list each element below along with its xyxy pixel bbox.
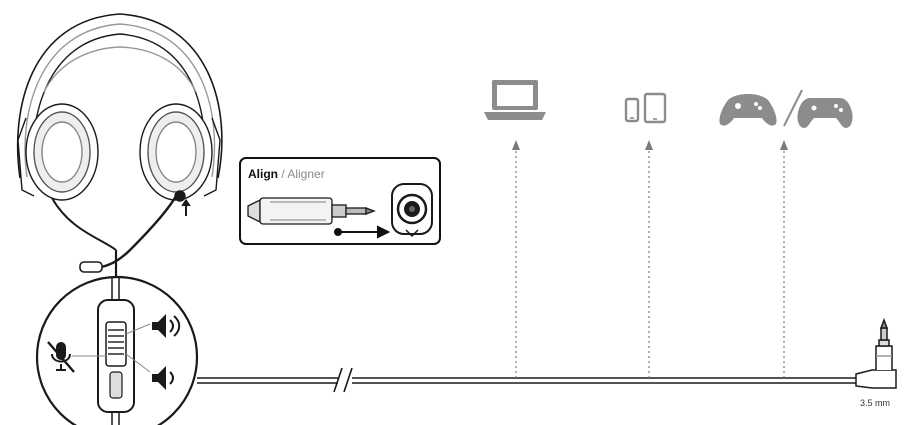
align-label: Align (248, 167, 278, 181)
mic-mute-icon (47, 341, 75, 373)
mute-switch (109, 371, 123, 399)
align-callout: Align / Aligner (239, 157, 441, 245)
phone-icon (624, 97, 640, 123)
phone-tablet-icon (624, 92, 667, 124)
headset-illustration (16, 13, 223, 290)
svg-text:Align / Aligner: Align / Aligner (248, 167, 325, 181)
laptop-icon (484, 80, 546, 120)
align-arrow-icon (334, 225, 391, 239)
ps-controller-icon (797, 98, 853, 128)
xbox-controller-icon (719, 94, 777, 126)
plug-icon (247, 197, 376, 225)
volume-up-icon (152, 314, 181, 338)
cable-break-mark (333, 367, 343, 393)
device-arrows (512, 140, 788, 378)
main-cable (197, 367, 858, 393)
label-separator: / (278, 167, 287, 181)
gamepads-icon (719, 89, 853, 128)
volume-down-icon (152, 366, 174, 390)
jack-size-label: 3.5 mm (860, 398, 890, 408)
tablet-icon (643, 92, 667, 124)
volume-wheel (105, 321, 127, 367)
aligner-label: Aligner (287, 167, 324, 181)
inline-control-zoom (35, 275, 199, 425)
jack-socket-icon (391, 183, 433, 238)
jack-plug-icon (855, 317, 897, 389)
gamepad-slash (783, 89, 803, 127)
